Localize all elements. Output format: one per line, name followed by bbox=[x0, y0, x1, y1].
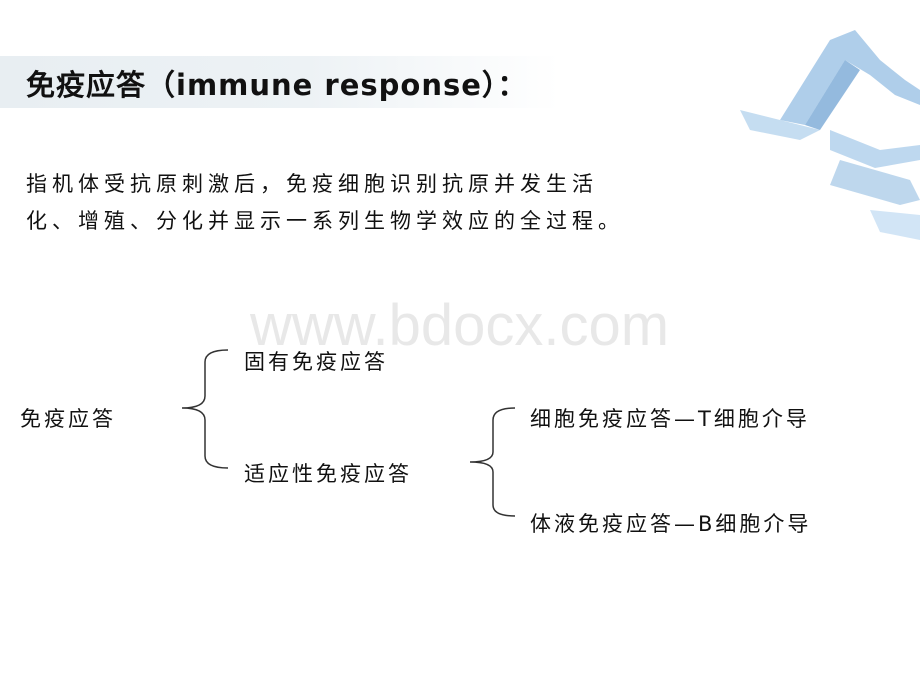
slide-title: 免疫应答（immune response）： bbox=[26, 68, 528, 102]
ribbon-decoration bbox=[740, 30, 920, 240]
node-cellular: 细胞免疫应答—T细胞介导 bbox=[530, 407, 810, 431]
bracket-adaptive bbox=[469, 407, 516, 517]
definition-line-2: 化、增殖、分化并显示一系列生物学效应的全过程。 bbox=[26, 209, 624, 233]
node-innate: 固有免疫应答 bbox=[244, 350, 388, 374]
definition-line-1: 指机体受抗原刺激后，免疫细胞识别抗原并发生活 bbox=[26, 172, 598, 196]
node-humoral: 体液免疫应答—B细胞介导 bbox=[530, 512, 812, 536]
node-adaptive: 适应性免疫应答 bbox=[244, 462, 412, 486]
watermark: www.bdocx.com bbox=[250, 293, 670, 358]
bracket-root bbox=[181, 349, 229, 469]
title-band bbox=[0, 56, 560, 108]
node-root: 免疫应答 bbox=[20, 407, 116, 431]
